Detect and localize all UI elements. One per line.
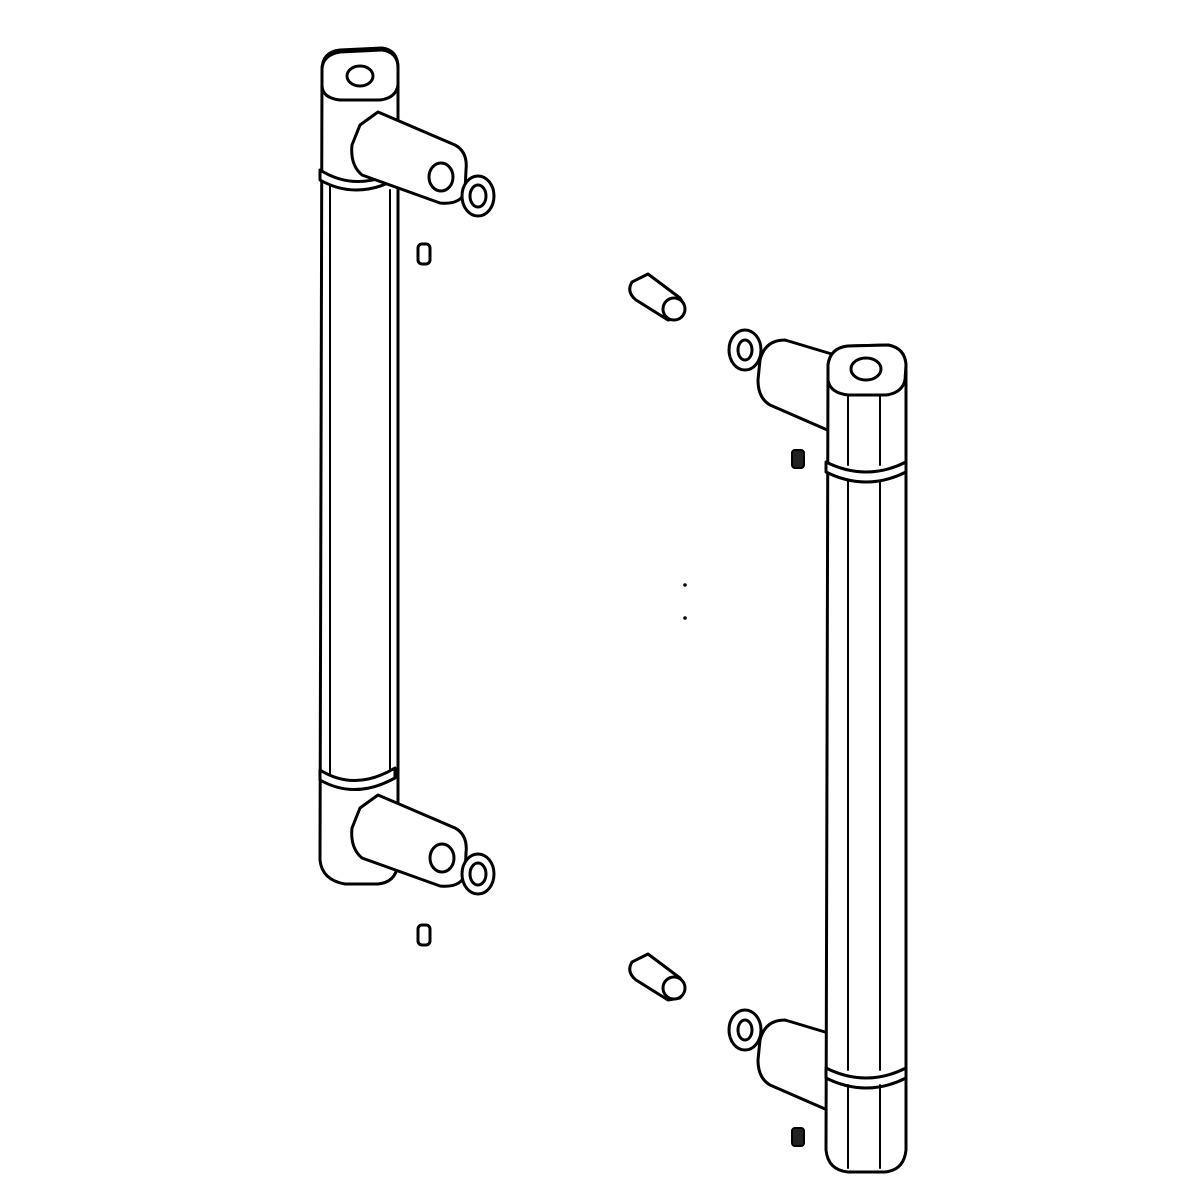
right-top-standoff [756,338,837,434]
center-mark-dot [683,583,687,587]
right-top-band [824,460,908,484]
left-handle [318,46,496,947]
left-top-grub-screw [416,242,432,266]
center-mark-dot [683,616,687,620]
right-bottom-mounting-bolt [628,952,687,1002]
left-bottom-washer-hole [468,861,488,887]
right-bottom-facets [847,1084,881,1169]
left-bottom-band [318,766,397,791]
left-bottom-standoff-hole [428,842,456,874]
left-bottom-grub-screw [416,923,432,947]
right-bottom-washer-hole [736,1018,754,1042]
right-top-cap-hole [849,356,883,382]
right-handle [628,272,908,1174]
right-bottom-grub-screw [791,1127,805,1147]
right-bottom-standoff [756,1018,837,1114]
left-top-washer-hole [468,183,488,209]
left-top-cap-hole [345,64,375,88]
right-cap-facets [847,394,881,466]
left-handle-bar-edge [329,179,391,776]
right-top-washer-hole [736,338,754,362]
right-top-grub-screw [791,449,805,469]
right-handle-bar-facets [847,479,881,1071]
left-top-standoff-hole [427,161,455,193]
right-bottom-band [824,1066,908,1090]
right-top-mounting-bolt [628,272,687,322]
